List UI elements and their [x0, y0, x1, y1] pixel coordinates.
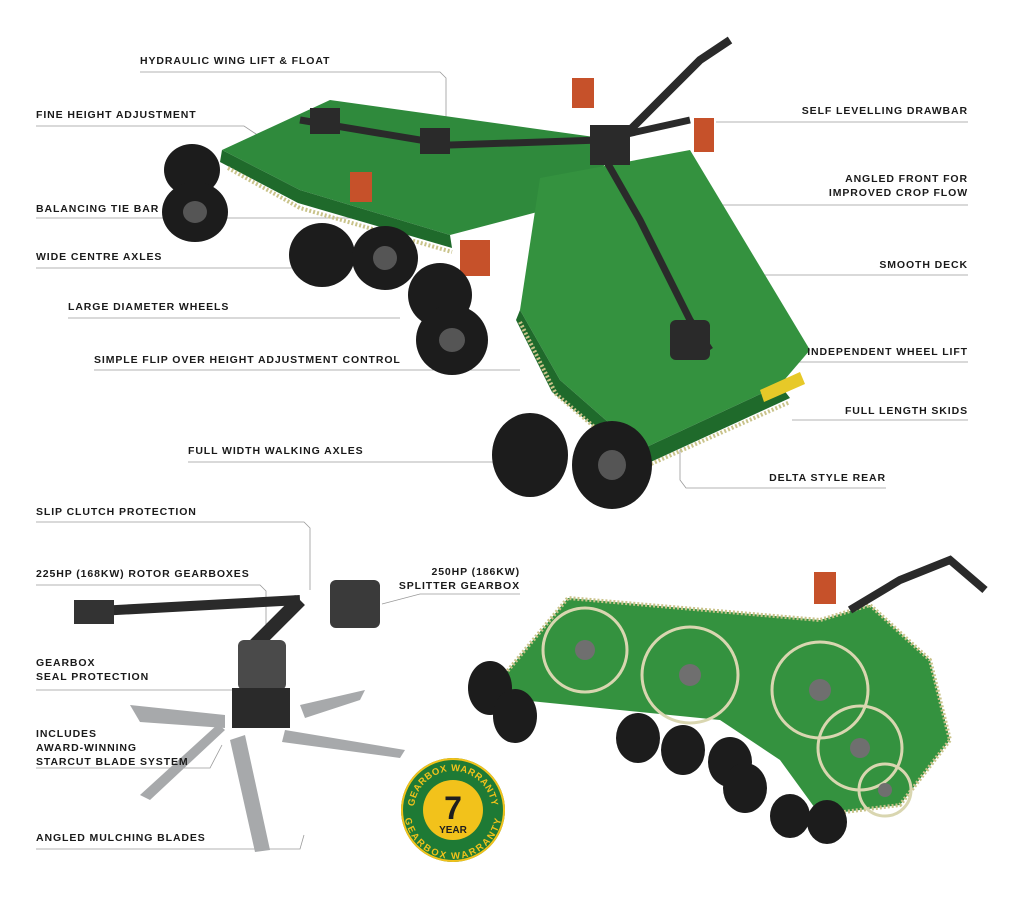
- label-full-length-skids: FULL LENGTH SKIDS: [844, 405, 968, 417]
- label-splitter-gearbox: 250HP (186KW) SPLITTER GEARBOX: [399, 565, 520, 593]
- label-hydraulic-wing-lift: HYDRAULIC WING LIFT & FLOAT: [140, 55, 331, 67]
- mower-underside-view: [468, 555, 988, 844]
- label-independent-wheel-lift: INDEPENDENT WHEEL LIFT: [807, 346, 968, 358]
- label-smooth-deck: SMOOTH DECK: [879, 259, 968, 271]
- label-gearbox-seal-line2: SEAL PROTECTION: [36, 671, 150, 683]
- label-flip-over-control: SIMPLE FLIP OVER HEIGHT ADJUSTMENT CONTR…: [94, 354, 401, 366]
- label-starcut-line3: STARCUT BLADE SYSTEM: [36, 756, 189, 768]
- label-starcut-line2: AWARD-WINNING: [36, 742, 137, 754]
- label-self-levelling-drawbar: SELF LEVELLING DRAWBAR: [801, 105, 968, 117]
- label-full-width-walking-axles: FULL WIDTH WALKING AXLES: [188, 445, 364, 457]
- label-splitter-line1: 250HP (186KW): [431, 566, 520, 578]
- label-angled-front-line1: ANGLED FRONT FOR: [845, 173, 968, 185]
- label-splitter-line2: SPLITTER GEARBOX: [398, 580, 520, 592]
- mower-top-view: [162, 36, 810, 509]
- label-starcut-line1: INCLUDES: [36, 728, 97, 740]
- badge-number: 7: [444, 790, 462, 826]
- gearbox-detail: [74, 580, 405, 852]
- label-starcut: INCLUDES AWARD-WINNING STARCUT BLADE SYS…: [36, 727, 189, 769]
- label-mulching-blades: ANGLED MULCHING BLADES: [36, 832, 206, 844]
- label-rotor-gearboxes: 225HP (168KW) ROTOR GEARBOXES: [36, 568, 250, 580]
- label-gearbox-seal-line1: GEARBOX: [36, 657, 96, 669]
- label-angled-front: ANGLED FRONT FOR IMPROVED CROP FLOW: [829, 172, 968, 200]
- label-balancing-tie-bar: BALANCING TIE BAR: [36, 203, 160, 215]
- label-large-diameter-wheels: LARGE DIAMETER WHEELS: [68, 301, 230, 313]
- badge-unit: YEAR: [439, 825, 468, 836]
- label-delta-style-rear: DELTA STYLE REAR: [769, 472, 886, 484]
- label-fine-height-adjustment: FINE HEIGHT ADJUSTMENT: [36, 109, 197, 121]
- label-wide-centre-axles: WIDE CENTRE AXLES: [36, 251, 163, 263]
- label-angled-front-line2: IMPROVED CROP FLOW: [828, 187, 968, 199]
- label-slip-clutch: SLIP CLUTCH PROTECTION: [36, 506, 197, 518]
- leader-lines: [36, 71, 968, 850]
- label-gearbox-seal: GEARBOX SEAL PROTECTION: [36, 656, 149, 684]
- warranty-badge: GEARBOX WARRANTY GEARBOX WARRANTY 7 YEAR: [401, 758, 505, 862]
